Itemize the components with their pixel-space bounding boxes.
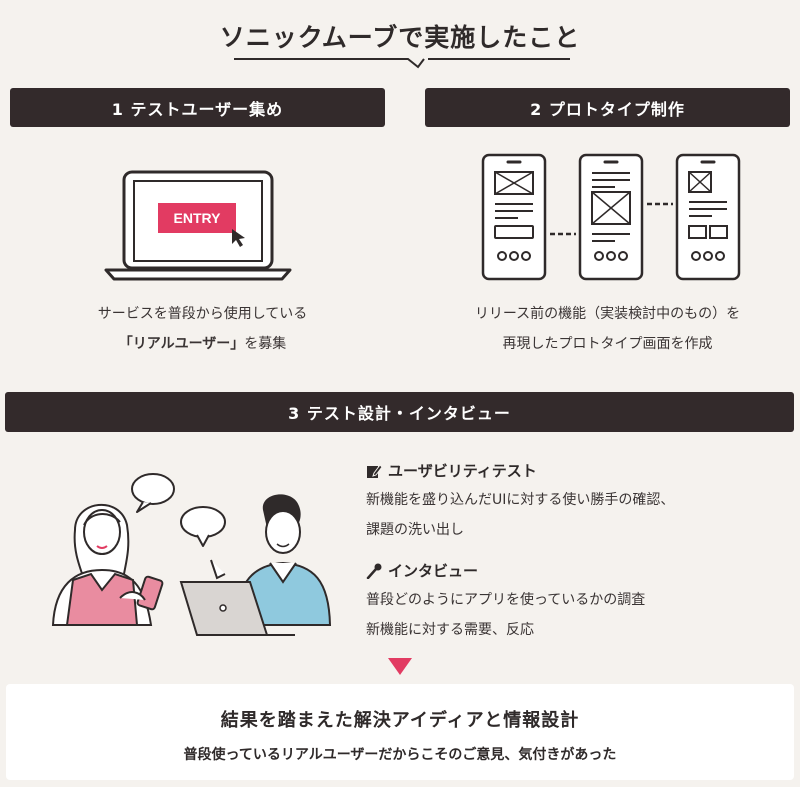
- section-1-caption-line1: サービスを普段から使用している: [97, 306, 308, 322]
- interview-line1: 普段どのようにアプリを使っているかの調査: [366, 592, 646, 608]
- usability-test-line1: 新機能を盛り込んだUIに対する使い勝手の確認、: [366, 492, 675, 508]
- title-underline: [234, 58, 570, 69]
- phone-mockup-2: [578, 153, 644, 281]
- caption-suffix: を募集: [244, 336, 287, 352]
- usability-test-label: ユーザビリティテスト: [388, 462, 537, 480]
- section-2-caption-line1: リリース前の機能（実装検討中のもの）を: [474, 306, 741, 322]
- interview-illustration: [51, 473, 332, 636]
- pencil-memo-icon: [367, 463, 382, 478]
- section-3-item-usability: ユーザビリティテスト 新機能を盛り込んだUIに対する使い勝手の確認、 課題の洗い…: [366, 460, 786, 545]
- entry-button: ENTRY: [173, 210, 221, 226]
- result-subtitle: 普段使っているリアルユーザーだからこそのご意見、気付きがあった: [183, 747, 617, 763]
- interview-heading: インタビュー: [366, 560, 786, 581]
- section-2-caption: リリース前の機能（実装検討中のもの）を 再現したプロトタイプ画面を作成: [415, 299, 800, 359]
- section-2-caption-line2: 再現したプロトタイプ画面を作成: [502, 336, 713, 352]
- woman-figure: [51, 503, 164, 626]
- section-1-caption-line2: 「リアルユーザー」を募集: [10, 329, 395, 359]
- laptop-illustration: [104, 170, 292, 281]
- laptop-in-scene: [179, 581, 295, 636]
- microphone-icon: [366, 563, 382, 579]
- section-1-heading: 1 テストユーザー集め: [10, 88, 385, 127]
- usability-test-line2: 課題の洗い出し: [366, 522, 464, 538]
- result-box: 結果を踏まえた解決アイディアと情報設計 普段使っているリアルユーザーだからこその…: [6, 684, 794, 780]
- real-user-emphasis: 「リアルユーザー」: [118, 336, 245, 352]
- phone-mockup-3: [675, 153, 741, 281]
- interview-line2: 新機能に対する需要、反応: [366, 622, 534, 638]
- section-2-heading: 2 プロトタイプ制作: [425, 88, 790, 127]
- section-3-heading: 3 テスト設計・インタビュー: [5, 392, 794, 432]
- arrow-down-icon: [388, 658, 412, 675]
- result-title: 結果を踏まえた解決アイディアと情報設計: [220, 710, 580, 731]
- interview-label: インタビュー: [388, 562, 479, 580]
- usability-test-heading: ユーザビリティテスト: [366, 460, 786, 481]
- page-title: ソニックムーブで実施したこと: [219, 23, 581, 52]
- section-3-item-interview: インタビュー 普段どのようにアプリを使っているかの調査 新機能に対する需要、反応: [366, 560, 786, 645]
- phone-mockup-1: [481, 153, 547, 281]
- prototype-screens-illustration: [481, 153, 741, 281]
- section-1-caption: サービスを普段から使用している 「リアルユーザー」を募集: [10, 299, 395, 359]
